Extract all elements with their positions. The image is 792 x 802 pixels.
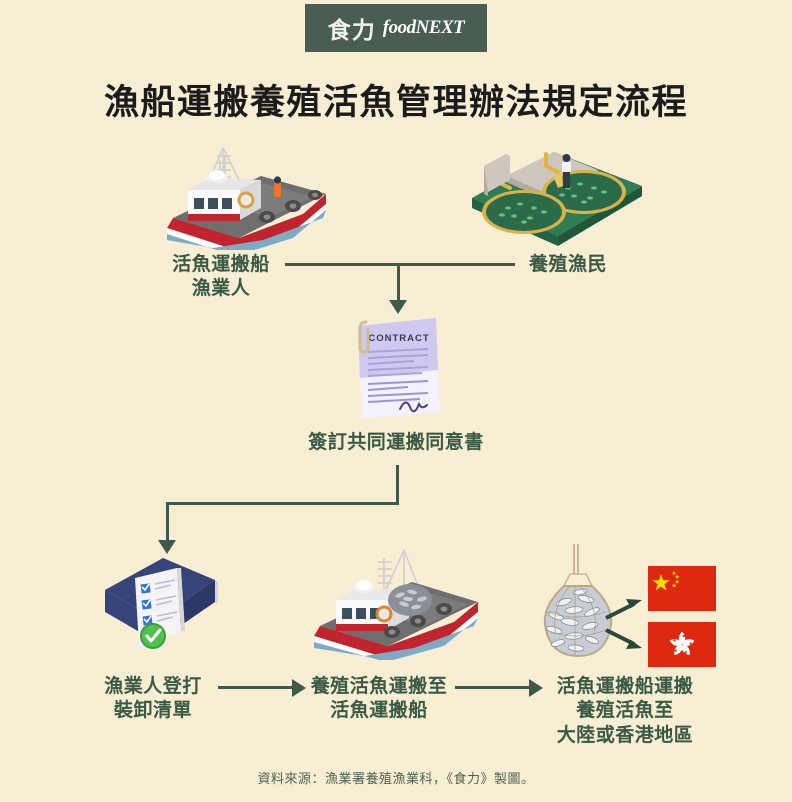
fishing-boat-loading-illustration	[314, 549, 478, 660]
connector-horizontal-row1	[285, 263, 515, 266]
page-title: 漁船運搬養殖活魚管理辦法規定流程	[103, 83, 688, 123]
brand-logo-en: foodNEXT	[382, 17, 465, 38]
fish-net-illustration	[543, 544, 642, 658]
label-fish-farmer: 養殖漁民	[508, 252, 628, 276]
label-contract: 簽訂共同運搬同意書	[308, 431, 484, 453]
label-carrier-vessel-line2: 漁業人	[191, 277, 251, 300]
fishing-boat-illustration	[167, 147, 326, 250]
aquaculture-pond-illustration	[472, 152, 642, 246]
connector-vertical-to-contract	[397, 263, 400, 303]
label-destination-line2: 養殖活魚至	[576, 699, 674, 722]
label-transfer: 養殖活魚運搬至 活魚運搬船	[303, 674, 455, 723]
connector-elbow-down	[166, 502, 169, 542]
label-destination-line3: 大陸或香港地區	[556, 723, 694, 746]
contract-document-illustration: CONTRACT	[358, 318, 440, 418]
connector-elbow-horizontal	[166, 502, 399, 505]
label-carrier-vessel-line1: 活魚運搬船	[172, 253, 270, 275]
hong-kong-flag	[648, 622, 716, 667]
brand-logo-cn: 食力	[327, 18, 376, 44]
label-destination: 活魚運搬船運搬 養殖活魚至 大陸或香港地區	[545, 674, 705, 747]
label-transfer-line1: 養殖活魚運搬至	[310, 675, 448, 697]
arrowhead-to-manifest	[158, 540, 176, 554]
svg-text:CONTRACT: CONTRACT	[368, 333, 429, 344]
label-manifest-line1: 漁業人登打	[104, 675, 202, 697]
label-carrier-vessel: 活魚運搬船 漁業人	[148, 252, 294, 301]
connector-contract-down	[396, 465, 399, 505]
arrowhead-to-contract	[389, 300, 407, 314]
brand-logo: 食力 foodNEXT	[305, 4, 487, 52]
arrowhead-to-destination	[529, 679, 543, 697]
connector-manifest-to-transfer	[218, 686, 296, 689]
label-manifest-line2: 裝卸清單	[113, 699, 192, 722]
computer-checklist-illustration	[105, 558, 218, 650]
arrowhead-to-transfer	[292, 679, 306, 697]
china-flag	[648, 566, 716, 611]
connector-transfer-to-destination	[455, 686, 533, 689]
label-fish-farmer-line1: 養殖漁民	[528, 253, 607, 275]
label-transfer-line2: 活魚運搬船	[330, 699, 428, 722]
source-footer: 資料來源：漁業署養殖漁業科，《食力》製圖。	[257, 772, 535, 787]
label-destination-line1: 活魚運搬船運搬	[556, 675, 694, 697]
label-manifest: 漁業人登打 裝卸清單	[88, 674, 218, 723]
